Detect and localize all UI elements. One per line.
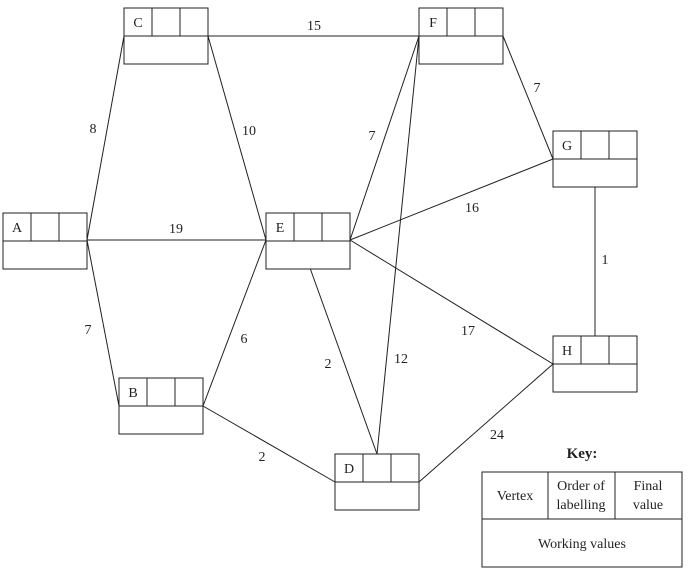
edge-weight-e-g: 16	[465, 201, 479, 216]
edge-f-g	[502, 35, 554, 160]
vertex-a: A	[2, 212, 88, 270]
edge-e-h	[349, 239, 554, 365]
edge-weight-c-f: 15	[307, 19, 321, 34]
vertex-label: H	[562, 344, 572, 359]
vertex-c: C	[123, 7, 209, 65]
edge-b-d	[202, 405, 336, 483]
key-vertex-label: Vertex	[497, 489, 534, 504]
edge-weight-e-d: 2	[325, 357, 332, 372]
edge-weight-a-b: 7	[85, 323, 92, 338]
edge-e-d	[309, 267, 378, 455]
key: Key: Vertex Order of labelling Final val…	[481, 446, 683, 568]
edge-weight-d-h: 24	[490, 428, 504, 443]
edge-a-b	[86, 239, 120, 407]
vertex-g: G	[552, 130, 638, 188]
edge-e-g	[349, 158, 554, 241]
edge-weight-c-e: 10	[242, 124, 256, 139]
edge-f-d	[376, 35, 420, 455]
edge-weight-b-e: 6	[241, 332, 248, 347]
vertex-label: D	[344, 462, 354, 477]
vertex-label: A	[12, 221, 23, 236]
edge-weight-b-d: 2	[259, 450, 266, 465]
edge-weight-g-h: 1	[602, 253, 609, 268]
edge-b-e	[202, 239, 267, 407]
edge-weight-e-f: 7	[369, 129, 376, 144]
edge-weight-e-h: 17	[461, 324, 475, 339]
key-final-label-line1: Final	[634, 479, 663, 494]
edge-weights: 8 19 7 15 10 6 2 7 16 17 2 12 7 1 24	[85, 19, 609, 465]
vertex-label: C	[133, 16, 142, 31]
key-order-label-line2: labelling	[557, 498, 606, 513]
vertex-b: B	[118, 377, 204, 435]
edge-weight-a-e: 19	[169, 222, 183, 237]
edge-weight-f-d: 12	[394, 352, 408, 367]
key-title: Key:	[567, 446, 598, 462]
vertex-f: F	[418, 7, 504, 65]
vertex-boxes: A B C D E F G H	[2, 7, 638, 511]
key-working-values-label: Working values	[538, 537, 626, 552]
vertex-label: G	[562, 139, 572, 154]
edge-c-e	[207, 35, 267, 241]
key-order-label-line1: Order of	[557, 479, 605, 494]
vertex-label: B	[128, 386, 137, 401]
edge-e-f	[349, 35, 420, 241]
vertex-label: E	[276, 221, 285, 236]
edge-d-h	[418, 363, 554, 483]
edge-a-c	[86, 35, 125, 241]
key-final-label-line2: value	[633, 498, 663, 513]
vertex-d: D	[334, 453, 420, 511]
vertex-e: E	[265, 212, 351, 270]
edges	[86, 35, 596, 483]
edge-weight-a-c: 8	[90, 122, 97, 137]
edge-weight-f-g: 7	[534, 81, 541, 96]
vertex-label: F	[429, 16, 437, 31]
vertex-h: H	[552, 335, 638, 393]
